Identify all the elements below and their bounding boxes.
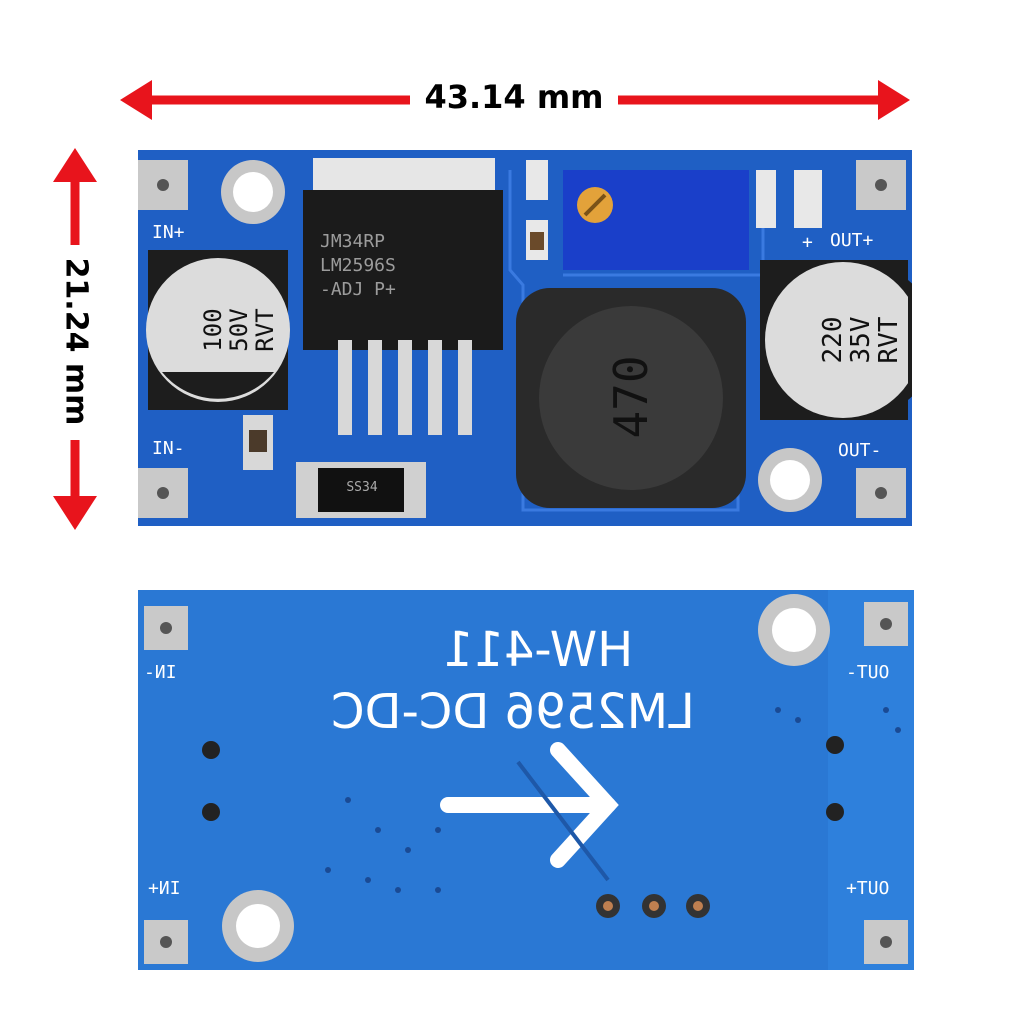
pad-bottom-in-plus: [144, 920, 188, 964]
cap-in-line-2: 50V: [225, 308, 253, 352]
cap-out-line-3: RVT: [874, 316, 904, 364]
through-hole-pads: [596, 894, 710, 918]
board-model-label: HW-411: [442, 622, 634, 678]
silk-bottom-out-minus: OUT-: [846, 662, 890, 683]
vias: [202, 707, 901, 893]
diode-marking: SS34: [346, 480, 378, 495]
silk-out-plus: OUT+: [830, 230, 874, 251]
silk-in-minus: IN-: [152, 438, 185, 459]
cap-out-line-2: 35V: [846, 316, 876, 364]
mounting-hole-bottom-right: [758, 448, 822, 512]
ic-line-2: LM2596S: [320, 255, 396, 276]
smd-led: [526, 160, 548, 200]
silk-out-minus: OUT-: [838, 440, 882, 461]
silk-in-plus: IN+: [152, 222, 185, 243]
silk-bottom-in-minus: IN-: [144, 662, 177, 683]
pad-bottom-out-plus: [864, 920, 908, 964]
cap-in-line-3: RVT: [251, 308, 279, 352]
cap-in-line-1: 100: [199, 308, 227, 352]
pad-bottom-out-minus: [864, 602, 908, 646]
smd-led-out: [794, 170, 822, 228]
cap-out-marking-3: RVT: [874, 280, 914, 400]
cap-out-line-1: 220: [818, 316, 848, 364]
pad-out-plus: [856, 160, 906, 210]
flow-arrow: [440, 742, 619, 868]
height-label: 21.24 mm: [58, 257, 94, 426]
mounting-hole-bottom-board-right: [758, 594, 830, 666]
board-title-label: LM2596 DC-DC: [331, 684, 695, 740]
pad-in-plus: [138, 160, 188, 210]
pad-in-minus: [138, 468, 188, 518]
mounting-hole-bottom-board-left: [222, 890, 294, 962]
ic-marking: JM34RP LM2596S -ADJ P+: [320, 230, 500, 302]
inductor-marking: 470: [604, 355, 658, 439]
bottom-pcb: IN- IN+ OUT- OUT+ HW-411 LM2596 DC-DC: [138, 590, 914, 970]
silk-bottom-out-plus: OUT+: [846, 878, 890, 899]
width-label: 43.14 mm: [424, 78, 604, 116]
silk-plus-mark: +: [802, 232, 813, 253]
ic-lm2596: [303, 158, 503, 435]
diode-ss34: [296, 462, 426, 518]
bottom-pcb-graphic: [138, 590, 914, 970]
top-pcb-graphic: [138, 150, 937, 526]
smd-resistor-out: [756, 170, 776, 228]
pad-out-minus: [856, 468, 906, 518]
width-arrow: [120, 80, 910, 120]
capacitor-input: [146, 250, 290, 410]
inductor-470: [516, 288, 746, 508]
pad-bottom-in-minus: [144, 606, 188, 650]
height-arrow: [53, 148, 97, 530]
silk-bottom-in-plus: IN+: [148, 878, 181, 899]
ic-line-1: JM34RP: [320, 231, 386, 252]
mounting-hole-top-left: [221, 160, 285, 224]
cap-in-marking-3: RVT: [251, 270, 292, 390]
top-pcb: IN+ IN- OUT+ OUT- + JM34RP LM2596S -ADJ …: [138, 150, 937, 526]
trimmer-potentiometer: [563, 170, 749, 270]
ic-line-3: -ADJ P+: [320, 279, 396, 300]
